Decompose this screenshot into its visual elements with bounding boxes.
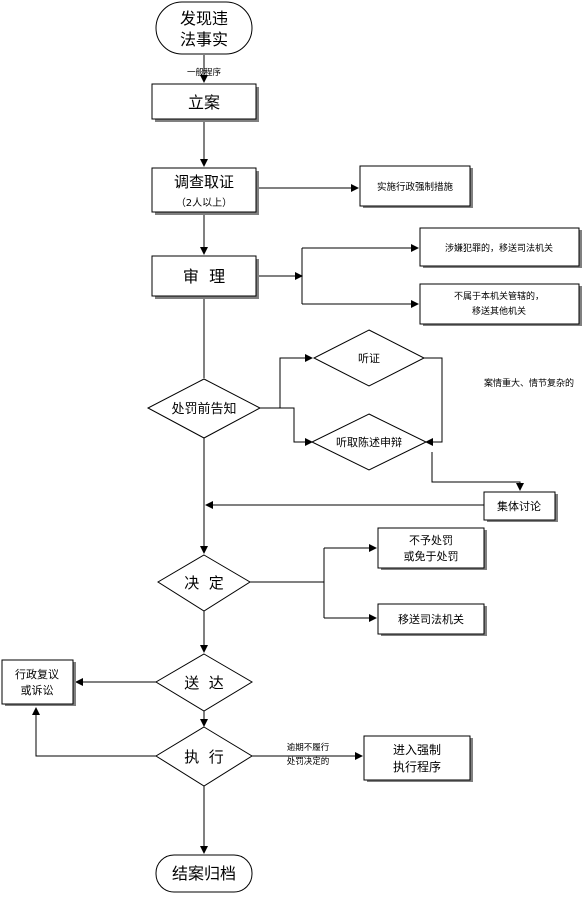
end-label: 结案归档 xyxy=(172,864,236,883)
general-procedure-label: 一般程序 xyxy=(187,67,222,78)
execute-label: 执 行 xyxy=(184,748,224,766)
judicial-transfer-box xyxy=(377,603,485,635)
lian-label: 立案 xyxy=(188,93,220,112)
node-end: 结案归档 xyxy=(155,854,253,893)
node-crime-transfer: 涉嫌犯罪的，移送司法机关 xyxy=(419,227,582,268)
collective-label: 集体讨论 xyxy=(497,499,541,513)
statement-diamond xyxy=(310,413,428,471)
not-jurisdiction-box xyxy=(419,283,580,325)
no-penalty-box xyxy=(377,527,485,569)
node-hearing: 听证 xyxy=(312,329,426,387)
arrow-execute-to-review-litigation xyxy=(32,707,156,757)
statement-label: 听取陈述申辩 xyxy=(336,435,402,449)
investigate-label-line2: （2人以上） xyxy=(176,197,232,209)
review-box xyxy=(151,255,257,297)
start-label-line2: 法事实 xyxy=(180,30,228,49)
start-label-line1: 发现违 xyxy=(180,9,228,28)
deliver-diamond xyxy=(155,653,253,712)
arrow-hearing-to-statement xyxy=(424,357,443,446)
investigate-box xyxy=(151,167,257,213)
overdue-label-line2: 处罚决定的 xyxy=(287,756,330,767)
review-litigation-label-line1: 行政复议 xyxy=(15,667,59,681)
node-judicial-transfer: 移送司法机关 xyxy=(377,603,487,636)
connectors xyxy=(32,55,524,854)
crime-transfer-box xyxy=(419,227,580,267)
node-lian: 立案 xyxy=(151,83,259,122)
execute-diamond xyxy=(155,726,253,787)
forced-execution-box xyxy=(363,735,471,781)
node-deliver: 送 达 xyxy=(155,653,253,712)
node-forced-execution: 进入强制 执行程序 xyxy=(363,735,473,782)
not-jurisdiction-label-line2: 移送其他机关 xyxy=(472,305,526,317)
arrow-notice-to-statement xyxy=(280,407,313,446)
start-terminator-shape xyxy=(155,1,253,55)
no-penalty-label-line2: 或免于处罚 xyxy=(404,549,459,563)
decide-diamond xyxy=(157,554,251,612)
enforcement-label: 实施行政强制措施 xyxy=(377,181,454,193)
node-review: 审 理 xyxy=(151,255,259,299)
review-label: 审 理 xyxy=(183,267,225,286)
forced-execution-label-line1: 进入强制 xyxy=(393,743,441,757)
decide-label: 决 定 xyxy=(184,574,224,592)
deliver-label: 送 达 xyxy=(184,674,224,692)
node-no-penalty: 不予处罚 或免于处罚 xyxy=(377,527,487,570)
investigate-label-line1: 调查取证 xyxy=(174,173,234,191)
node-collective: 集体讨论 xyxy=(483,491,558,522)
not-jurisdiction-label-line1: 不属于本机关管辖的， xyxy=(454,290,544,302)
complex-case-label: 案情重大、情节复杂的 xyxy=(484,377,574,389)
forced-execution-label-line2: 执行程序 xyxy=(393,759,441,774)
notice-label: 处罚前告知 xyxy=(171,401,236,417)
node-not-jurisdiction: 不属于本机关管辖的， 移送其他机关 xyxy=(419,283,582,326)
end-terminator-shape xyxy=(155,854,253,893)
crime-transfer-label: 涉嫌犯罪的，移送司法机关 xyxy=(445,242,553,254)
node-start: 发现违 法事实 xyxy=(155,1,253,55)
lian-box xyxy=(151,83,257,120)
hearing-diamond xyxy=(312,329,426,387)
arrow-to-collective xyxy=(431,452,524,491)
overdue-label-line1: 逾期不履行 xyxy=(287,742,330,753)
node-review-litigation: 行政复议 或诉讼 xyxy=(1,659,76,706)
node-notice: 处罚前告知 xyxy=(146,378,262,439)
review-litigation-box xyxy=(1,659,74,705)
node-enforcement: 实施行政强制措施 xyxy=(359,165,473,208)
node-statement: 听取陈述申辩 xyxy=(310,413,428,471)
enforcement-box xyxy=(359,165,471,207)
judicial-transfer-label: 移送司法机关 xyxy=(398,612,464,626)
node-execute: 执 行 xyxy=(155,726,253,787)
hearing-label: 听证 xyxy=(358,352,380,365)
notice-diamond xyxy=(146,378,262,439)
node-decide: 决 定 xyxy=(157,554,251,612)
review-litigation-label-line2: 或诉讼 xyxy=(21,684,54,697)
collective-box xyxy=(483,491,556,521)
node-investigate: 调查取证 （2人以上） xyxy=(151,167,259,215)
arrow-notice-to-hearing xyxy=(260,354,313,409)
no-penalty-label-line1: 不予处罚 xyxy=(409,534,453,547)
